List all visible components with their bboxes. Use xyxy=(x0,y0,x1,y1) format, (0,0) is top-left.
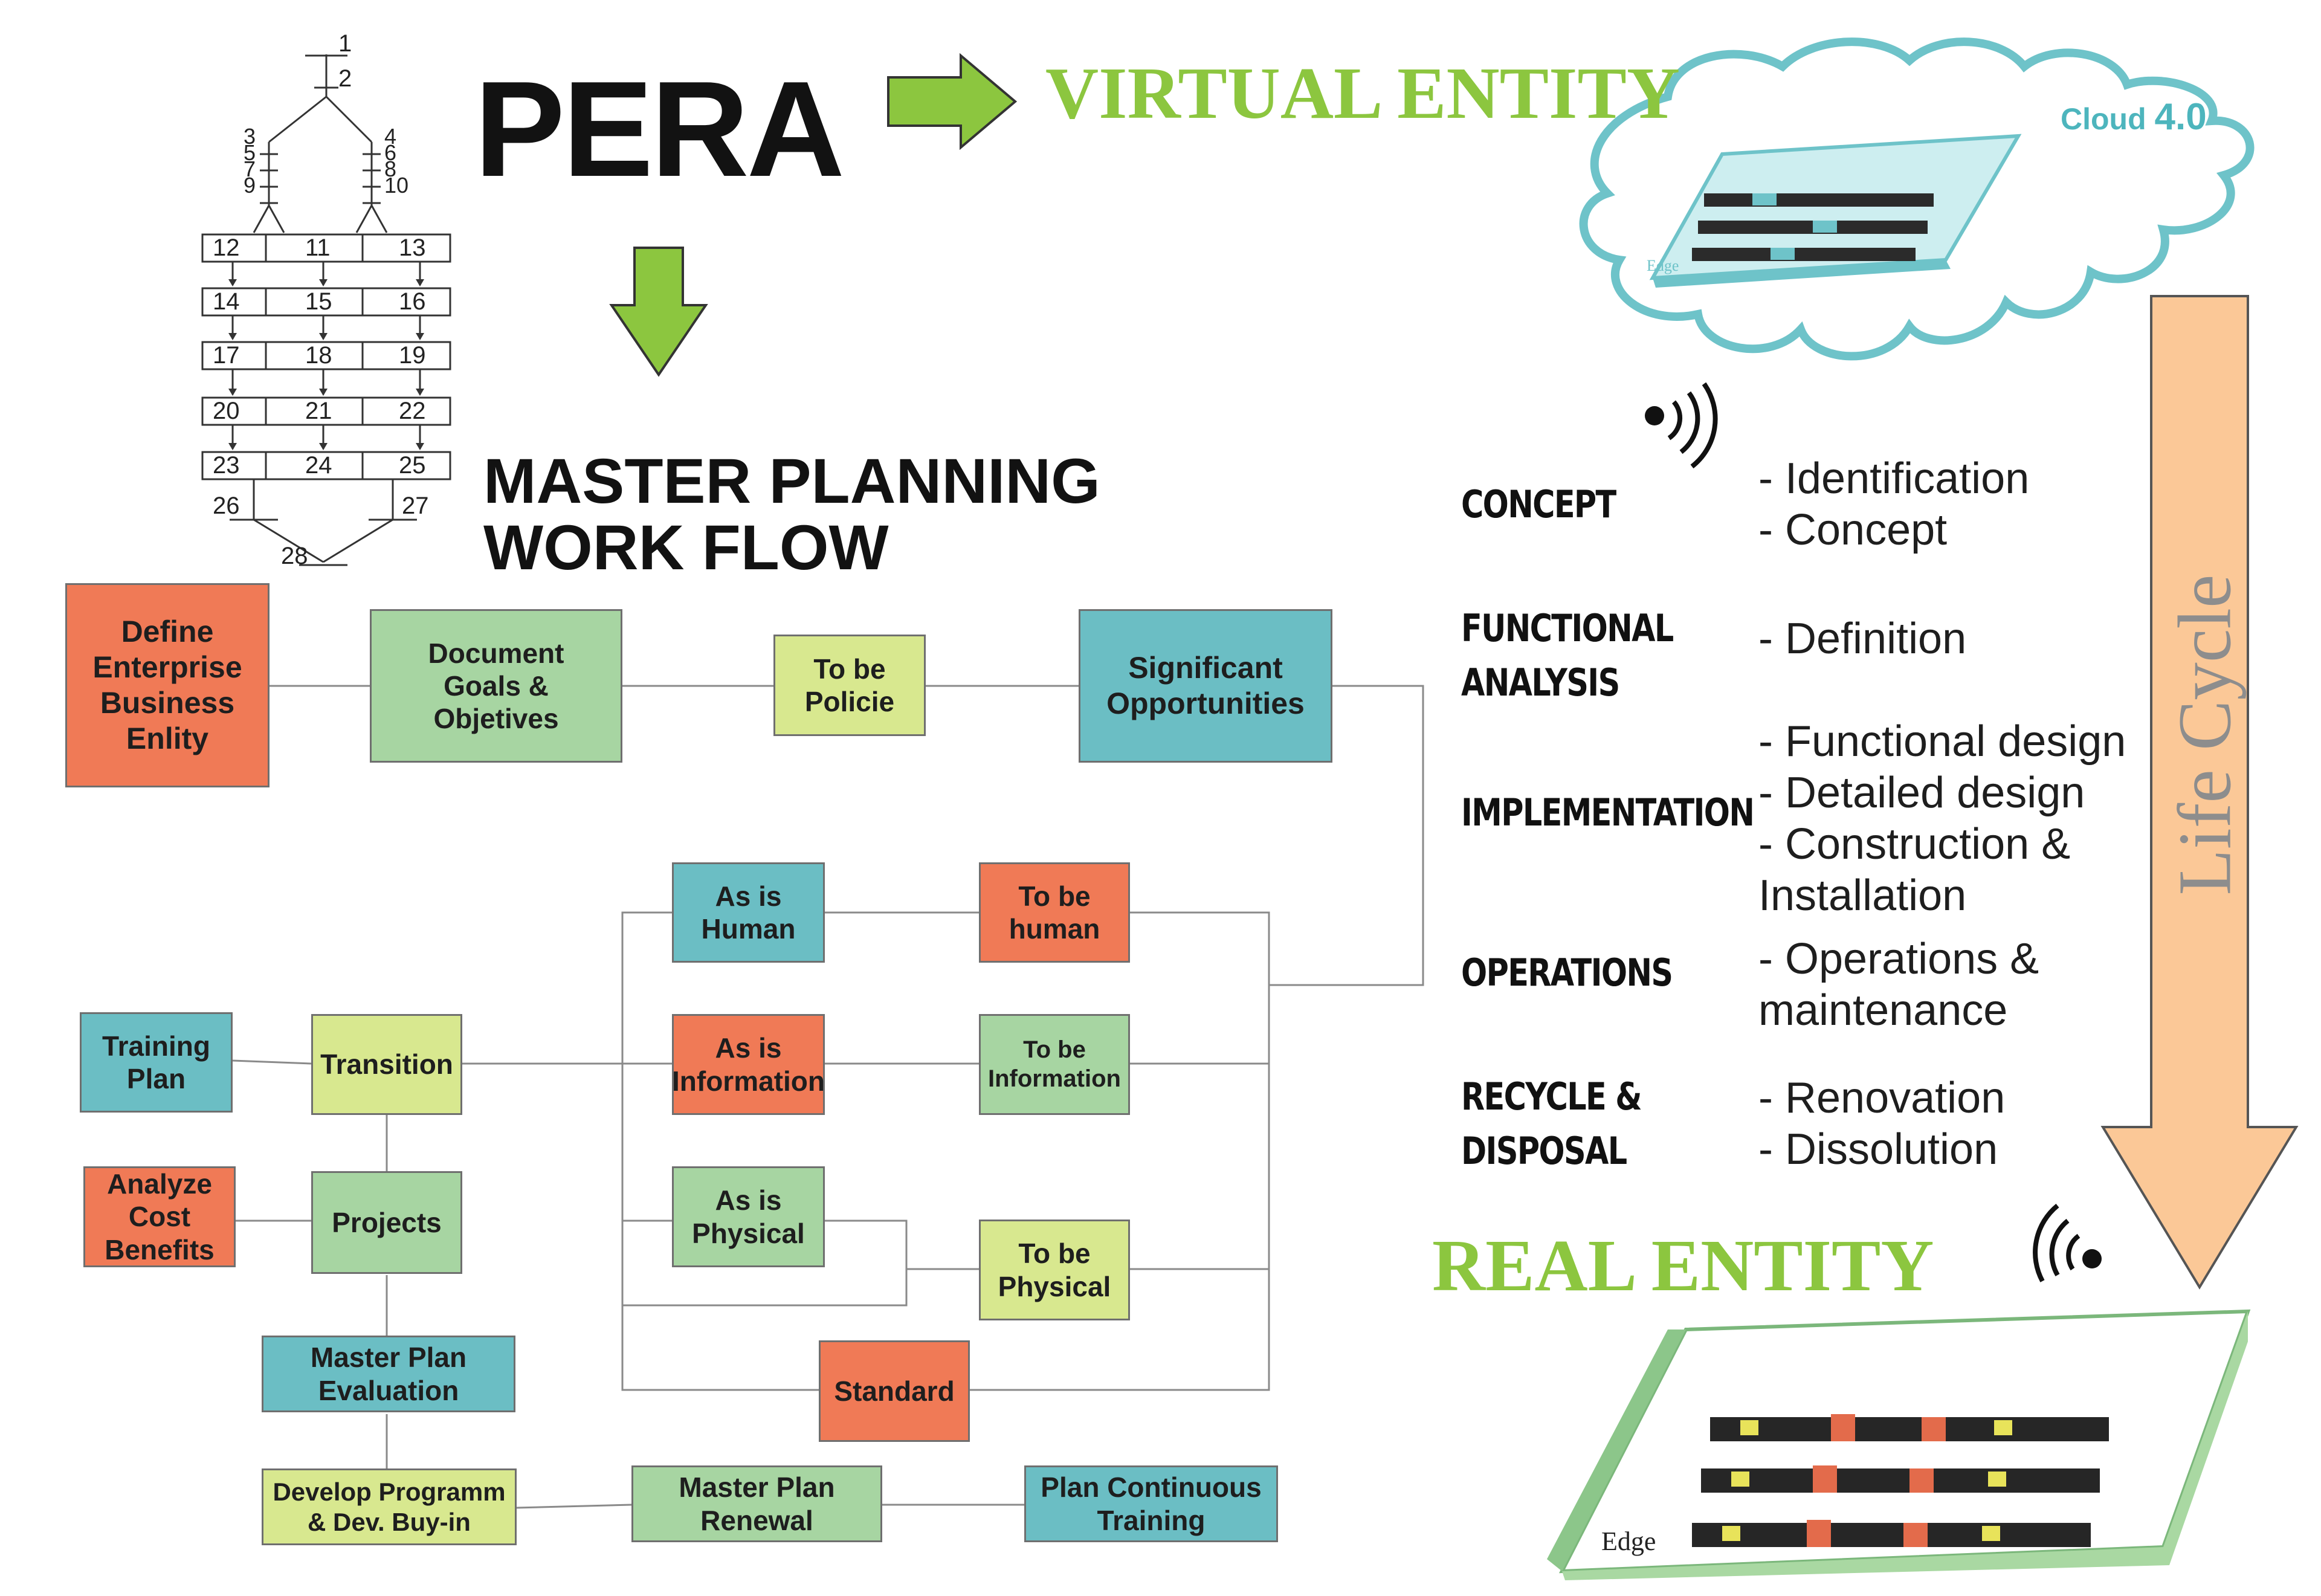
pera-tree-lines xyxy=(201,54,451,566)
as-is-human-box: As is Human xyxy=(672,862,825,963)
pera-number: 4 xyxy=(384,124,397,149)
pera-cell: 22 xyxy=(399,398,426,424)
to-be-human-box: To be human xyxy=(979,862,1130,963)
arrow-down-green xyxy=(609,247,708,377)
stage-recycle-disposal: RECYCLE & DISPOSAL xyxy=(1461,1074,1642,1173)
pera-number: 8 xyxy=(384,157,397,181)
cloud-label: Cloud 4.0 xyxy=(2061,95,2207,138)
life-cycle-label: Life Cycle xyxy=(2163,574,2247,896)
wifi-signal-top xyxy=(1645,382,1718,469)
stage-concept-items: - Identification - Concept xyxy=(1758,454,2030,554)
stage-recycle-disposal-items: - Renovation - Dissolution xyxy=(1758,1074,2006,1174)
projects-box: Projects xyxy=(311,1171,462,1274)
stage-functional-analysis: FUNCTIONAL ANALYSIS xyxy=(1461,606,1674,705)
stage-operations-items: - Operations & maintenance xyxy=(1758,935,2039,1035)
pera-number-26: 26 xyxy=(213,493,240,519)
define-enterprise-box: Define Enterprise Business Enlity xyxy=(65,583,270,787)
pera-cell: 16 xyxy=(399,288,426,315)
to-be-policie-box: To be Policie xyxy=(773,635,926,736)
pera-right-branch: 4 6 8 10 xyxy=(384,124,421,198)
master-plan-evaluation-box: Master Plan Evaluation xyxy=(262,1336,515,1412)
virtual-entity-title: VIRTUAL ENTITY xyxy=(1045,53,1680,134)
master-planning-title: MASTER PLANNING WORK FLOW xyxy=(483,446,1100,584)
pera-arrowheads xyxy=(228,279,424,450)
real-machines xyxy=(1692,1417,2109,1547)
standard-box: Standard xyxy=(819,1340,970,1442)
pera-left-branch: 3 5 7 9 xyxy=(244,124,262,198)
as-is-physical-box: As is Physical xyxy=(672,1166,825,1267)
develop-programm-box: Develop Programm & Dev. Buy-in xyxy=(262,1468,517,1545)
pera-number-27: 27 xyxy=(402,493,429,519)
pera-cell: 20 xyxy=(213,398,240,424)
stage-implementation: IMPLEMENTATION xyxy=(1461,790,1755,835)
pera-number: 3 xyxy=(244,124,256,149)
plan-continuous-training-box: Plan Continuous Training xyxy=(1024,1465,1278,1542)
pera-number-28: 28 xyxy=(281,543,308,569)
pera-title: PERA xyxy=(474,53,845,205)
significant-opportunities-box: Significant Opportunities xyxy=(1079,609,1332,763)
to-be-physical-box: To be Physical xyxy=(979,1220,1130,1320)
pera-number: 5 xyxy=(244,140,256,165)
pera-cell: 11 xyxy=(305,234,331,261)
pera-cell: 23 xyxy=(213,452,240,479)
pera-number: 6 xyxy=(384,140,397,165)
pera-cell: 12 xyxy=(213,234,240,261)
pera-number-1: 1 xyxy=(338,30,352,57)
pera-cell: 18 xyxy=(305,342,332,369)
virtual-floor xyxy=(1649,134,2022,280)
stage-functional-analysis-items: - Definition xyxy=(1758,615,1967,663)
pera-cell: 15 xyxy=(305,288,332,315)
training-plan-box: Training Plan xyxy=(80,1012,233,1113)
analyze-cost-box: Analyze Cost Benefits xyxy=(83,1166,236,1267)
pera-number: 9 xyxy=(244,173,256,198)
pera-cell: 24 xyxy=(305,452,332,479)
pera-number: 7 xyxy=(244,157,256,181)
stage-implementation-items: - Functional design - Detailed design - … xyxy=(1758,717,2126,920)
edge-label-real: Edge xyxy=(1601,1527,1656,1556)
wifi-signal-bottom xyxy=(2033,1203,2102,1282)
stage-operations: OPERATIONS xyxy=(1461,951,1673,995)
master-plan-renewal-box: Master Plan Renewal xyxy=(631,1465,882,1542)
pera-cell: 19 xyxy=(399,342,426,369)
arrow-right-green xyxy=(887,53,1018,150)
pera-cell: 25 xyxy=(399,452,426,479)
pera-cell: 13 xyxy=(399,234,426,261)
as-is-information-box: As is Information xyxy=(672,1014,825,1115)
pera-cell: 14 xyxy=(213,288,240,315)
document-goals-box: Document Goals & Objetives xyxy=(370,609,622,763)
lifecycle-arrow xyxy=(2100,295,2299,1290)
edge-label-virtual: Edge xyxy=(1647,257,1679,274)
pera-cell: 21 xyxy=(305,398,332,424)
stage-concept: CONCEPT xyxy=(1461,482,1616,526)
real-entity-title: REAL ENTITY xyxy=(1432,1225,1934,1307)
pera-number-2: 2 xyxy=(338,65,352,92)
transition-box: Transition xyxy=(311,1014,462,1115)
to-be-information-box: To be Information xyxy=(979,1014,1130,1115)
pera-cell: 17 xyxy=(213,342,240,369)
cloud-version-text: 4.0 xyxy=(2154,96,2207,138)
cloud-label-text: Cloud xyxy=(2061,102,2146,136)
pera-number: 10 xyxy=(384,173,409,198)
